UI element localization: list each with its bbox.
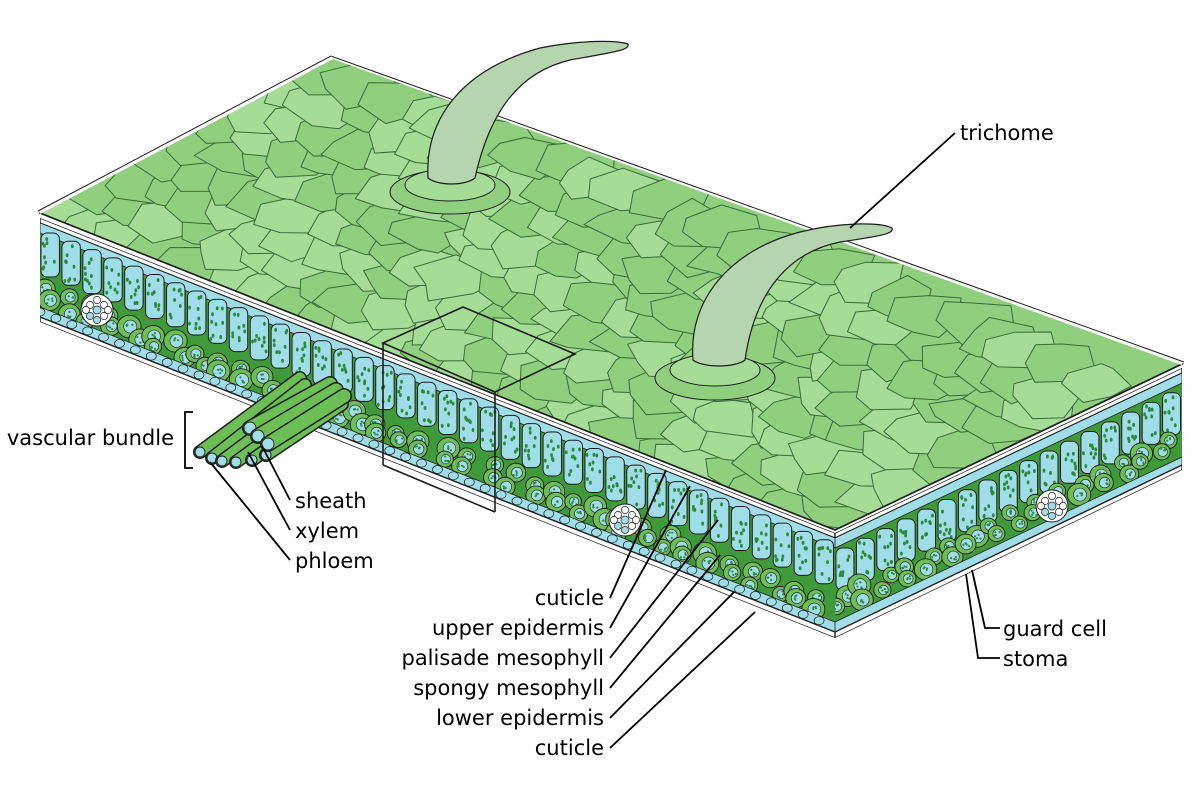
label-vascular-bundle: vascular bundle [7,426,174,450]
trichome-right [654,223,893,401]
label-stoma: stoma [1003,647,1068,671]
detail-box-outline [381,306,577,513]
vascular-bundle-section-left [80,293,114,327]
label-lower-epidermis: lower epidermis [436,706,604,730]
label-xylem: xylem [295,519,359,543]
vascular-bundle-tubes [193,371,352,469]
trichome-left [389,40,629,215]
label-guard-cell: guard cell [1003,617,1107,641]
label-spongy-mesophyll: spongy mesophyll [413,676,604,700]
side-cross-section [835,368,1182,638]
vascular-bundle-section-middle [608,503,642,537]
label-sheath: sheath [295,489,367,513]
labels: trichome vascular bundle sheath xylem ph… [7,121,1107,760]
label-upper-epidermis: upper epidermis [432,616,604,640]
vascular-bundle-section-right [1035,489,1069,523]
lower-epidermis-cells [40,307,825,626]
palisade-mesophyll-cells [40,232,834,585]
label-trichome: trichome [960,121,1054,145]
label-cuticle-bottom: cuticle [535,736,604,760]
label-palisade-mesophyll: palisade mesophyll [401,646,604,670]
label-phloem: phloem [295,549,374,573]
label-cuticle-top: cuticle [535,586,604,610]
leader-lines [184,132,1000,749]
leaf-upper-surface [37,55,1185,531]
front-cross-section [40,218,835,638]
